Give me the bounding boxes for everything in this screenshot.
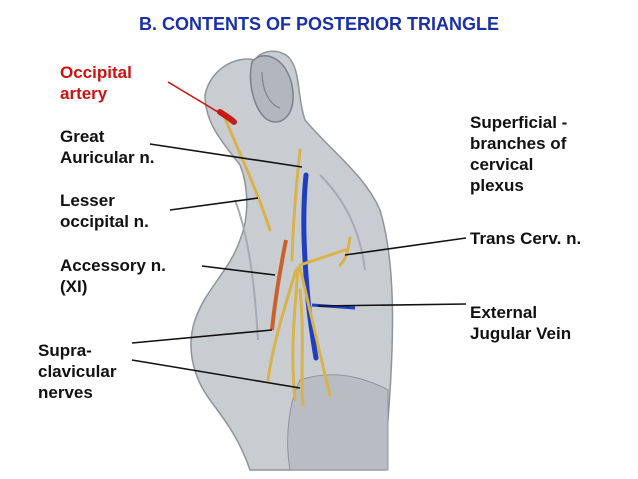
- label-line: Great: [60, 127, 105, 146]
- external-jugular-vein: [301, 172, 319, 361]
- label-occipital-artery: Occipital artery: [60, 62, 132, 104]
- pointer-lesser-occipital: [169, 197, 259, 211]
- label-line: (XI): [60, 277, 88, 296]
- label-superficial-branches: Superficial - branches of cervical plexu…: [470, 112, 567, 196]
- pointer-lines: [131, 81, 467, 389]
- shoulder: [287, 374, 389, 471]
- label-line: Occipital: [60, 63, 132, 82]
- nerve-branch: [266, 268, 298, 382]
- label-line: Supra-: [38, 341, 92, 360]
- label-lesser-occipital: Lesser occipital n.: [60, 190, 149, 232]
- label-accessory: Accessory n. (XI): [60, 255, 166, 297]
- label-line: Accessory n.: [60, 256, 166, 275]
- muscle-shading: [319, 174, 366, 271]
- label-trans-cerv: Trans Cerv. n.: [470, 228, 581, 249]
- label-line: Superficial -: [470, 113, 568, 132]
- label-line: Auricular n.: [60, 148, 155, 167]
- label-line: External: [470, 303, 538, 322]
- nerve-branch: [291, 266, 300, 402]
- label-line: nerves: [38, 383, 93, 402]
- nerve-branch: [298, 288, 305, 407]
- label-line: branches of: [470, 134, 567, 153]
- label-line: occipital n.: [60, 212, 149, 231]
- pointer-supraclavicular-2: [131, 359, 301, 389]
- label-line: plexus: [470, 176, 524, 195]
- muscle-shading: [234, 199, 259, 341]
- label-line: cervical: [470, 155, 534, 174]
- label-line: Lesser: [60, 191, 115, 210]
- label-supraclavicular: Supra- clavicular nerves: [38, 340, 116, 403]
- ear-inner: [261, 71, 281, 109]
- label-line: Trans Cerv. n.: [470, 229, 582, 248]
- pointer-supraclavicular-1: [131, 329, 273, 344]
- great-auricular-nerve: [290, 148, 302, 262]
- pointer-trans-cerv: [344, 237, 467, 256]
- label-great-auricular: Great Auricular n.: [60, 126, 154, 168]
- label-line: clavicular: [38, 362, 117, 381]
- pointer-accessory: [201, 265, 276, 276]
- pointer-occipital-artery: [167, 81, 229, 119]
- accessory-nerve: [270, 239, 288, 331]
- pointer-great-auricular: [149, 143, 303, 168]
- pointer-ext-jugular: [317, 303, 467, 307]
- nerve-branch: [298, 266, 332, 397]
- label-line: artery: [60, 84, 108, 103]
- diagram-title: B. CONTENTS OF POSTERIOR TRIANGLE: [138, 14, 499, 34]
- transverse-cervical-nerve: [298, 248, 347, 267]
- label-ext-jugular: External Jugular Vein: [470, 302, 571, 344]
- ear: [249, 55, 294, 123]
- label-line: Jugular Vein: [470, 324, 572, 343]
- lesser-occipital-nerve: [223, 116, 272, 232]
